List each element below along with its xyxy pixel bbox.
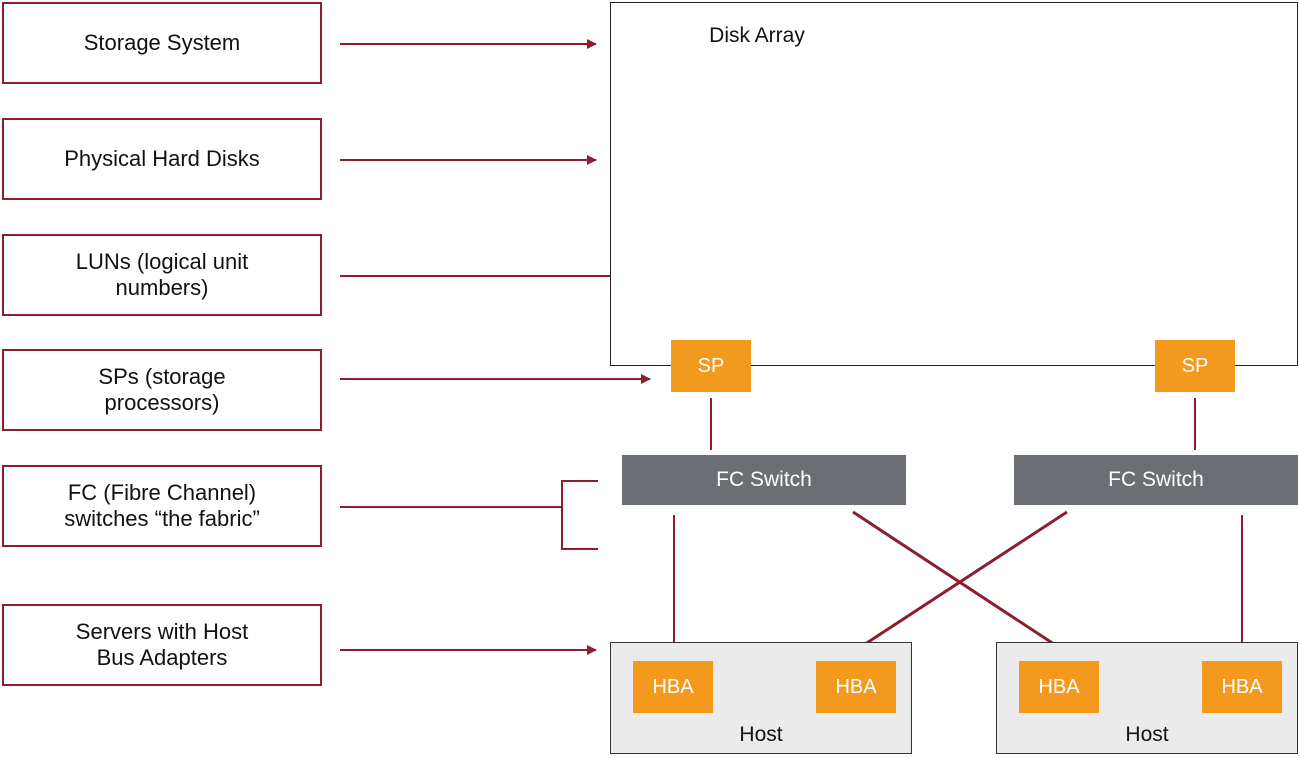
host-1-label: Host: [739, 723, 783, 746]
label-servers-line1: Servers with Host: [75, 618, 249, 644]
link-switch-right-host1: [855, 510, 1068, 652]
link-switch-left-host2: [852, 510, 1064, 652]
fc-switch-left: FC Switch: [622, 455, 906, 505]
sp-right: SP: [1155, 340, 1235, 392]
fabric-bracket: [340, 480, 598, 550]
label-luns-line1: LUNs (logical unit: [75, 248, 249, 274]
disk-array-box: [610, 2, 1298, 366]
host-2-hba-left: HBA: [1019, 661, 1099, 713]
host-2-label: Host: [1125, 723, 1169, 746]
fc-switch-right: FC Switch: [1014, 455, 1298, 505]
label-storage-system: Storage System: [2, 2, 322, 84]
label-physical-hard-disks: Physical Hard Disks: [2, 118, 322, 200]
host-2: HBA HBA Host: [996, 642, 1298, 754]
label-sps-line2: processors): [104, 390, 220, 415]
label-luns: LUNs (logical unit numbers): [2, 234, 322, 316]
label-servers-line2: Bus Adapters: [96, 645, 228, 670]
label-physical-hard-disks-text: Physical Hard Disks: [64, 145, 260, 171]
label-luns-line2: numbers): [115, 275, 209, 300]
label-sps: SPs (storage processors): [2, 349, 322, 431]
label-servers: Servers with Host Bus Adapters: [2, 604, 322, 686]
host-1-hba-left: HBA: [633, 661, 713, 713]
label-storage-system-text: Storage System: [83, 29, 241, 55]
label-fc-switches: FC (Fibre Channel) switches “the fabric”: [2, 465, 322, 547]
label-fc-line1: FC (Fibre Channel): [67, 479, 257, 505]
host-1-hba-right: HBA: [816, 661, 896, 713]
host-1: HBA HBA Host: [610, 642, 912, 754]
host-2-hba-right: HBA: [1202, 661, 1282, 713]
label-sps-line1: SPs (storage: [98, 363, 226, 389]
disk-array-title: Disk Array: [709, 24, 805, 47]
sp-left: SP: [671, 340, 751, 392]
label-fc-line2: switches “the fabric”: [64, 506, 260, 531]
